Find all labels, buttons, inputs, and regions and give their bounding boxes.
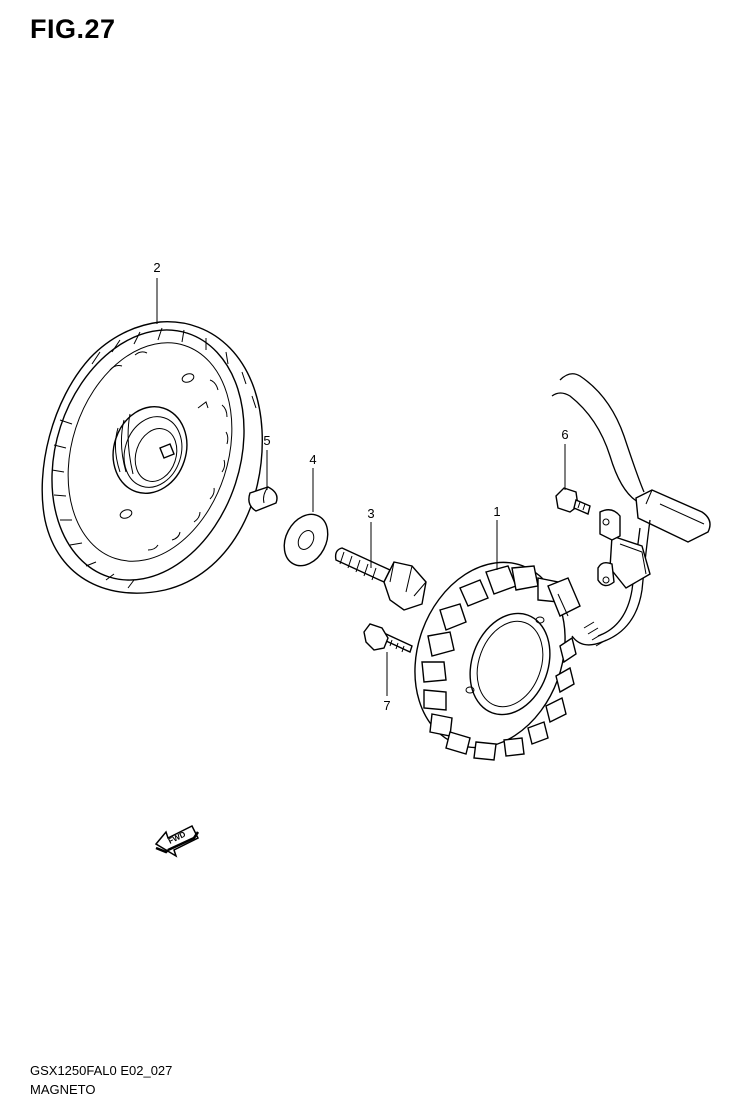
figure-title: FIG.27 xyxy=(30,14,116,44)
woodruff-key xyxy=(248,486,278,512)
fwd-arrow-icon: FWD xyxy=(154,824,200,858)
callout-5: 5 xyxy=(263,433,270,448)
callout-7: 7 xyxy=(383,698,390,713)
callout-3: 3 xyxy=(367,506,374,521)
washer xyxy=(283,513,329,567)
callout-4: 4 xyxy=(309,452,316,467)
rotor xyxy=(41,321,263,594)
model-code: GSX1250FAL0 E02_027 xyxy=(30,1063,173,1078)
section-name: MAGNETO xyxy=(30,1082,96,1097)
leader-lines xyxy=(156,278,566,696)
callout-6: 6 xyxy=(561,427,568,442)
rotor-bolt xyxy=(334,547,427,611)
stator-bolt xyxy=(363,623,413,653)
callout-1: 1 xyxy=(493,504,500,519)
stator xyxy=(414,561,577,761)
clamp-bolt xyxy=(555,487,591,515)
callout-2: 2 xyxy=(153,260,160,275)
wiring-harness xyxy=(547,373,711,647)
